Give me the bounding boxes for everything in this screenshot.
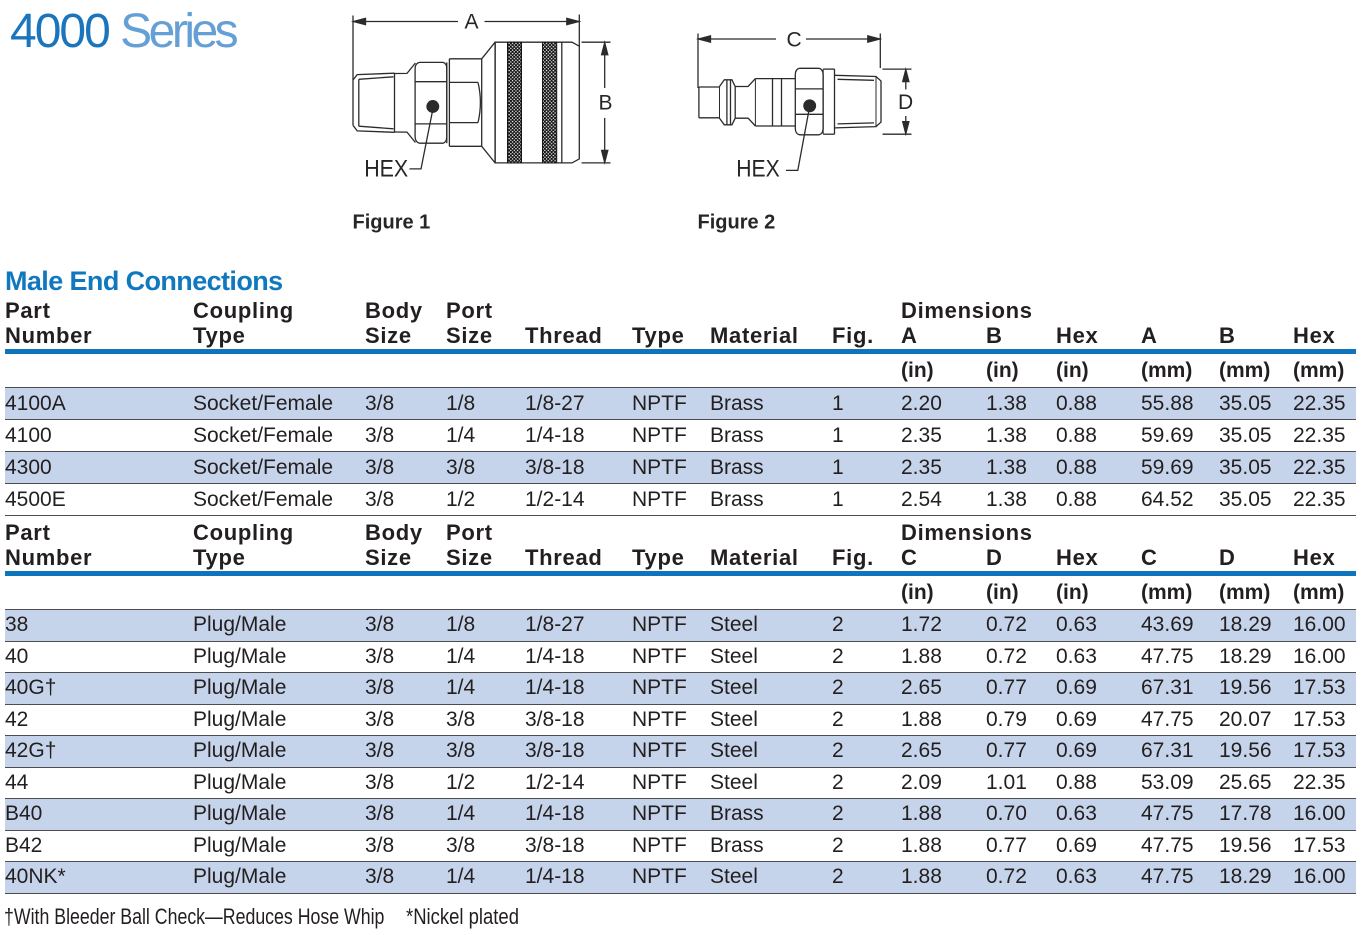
- svg-text:HEX: HEX: [364, 156, 408, 183]
- svg-text:Figure 1: Figure 1: [353, 212, 431, 234]
- svg-text:A: A: [465, 11, 479, 34]
- svg-text:Figure 2: Figure 2: [698, 212, 776, 234]
- svg-text:C: C: [787, 29, 802, 52]
- svg-text:B: B: [599, 92, 613, 115]
- svg-text:HEX: HEX: [736, 156, 780, 183]
- svg-text:D: D: [898, 91, 913, 114]
